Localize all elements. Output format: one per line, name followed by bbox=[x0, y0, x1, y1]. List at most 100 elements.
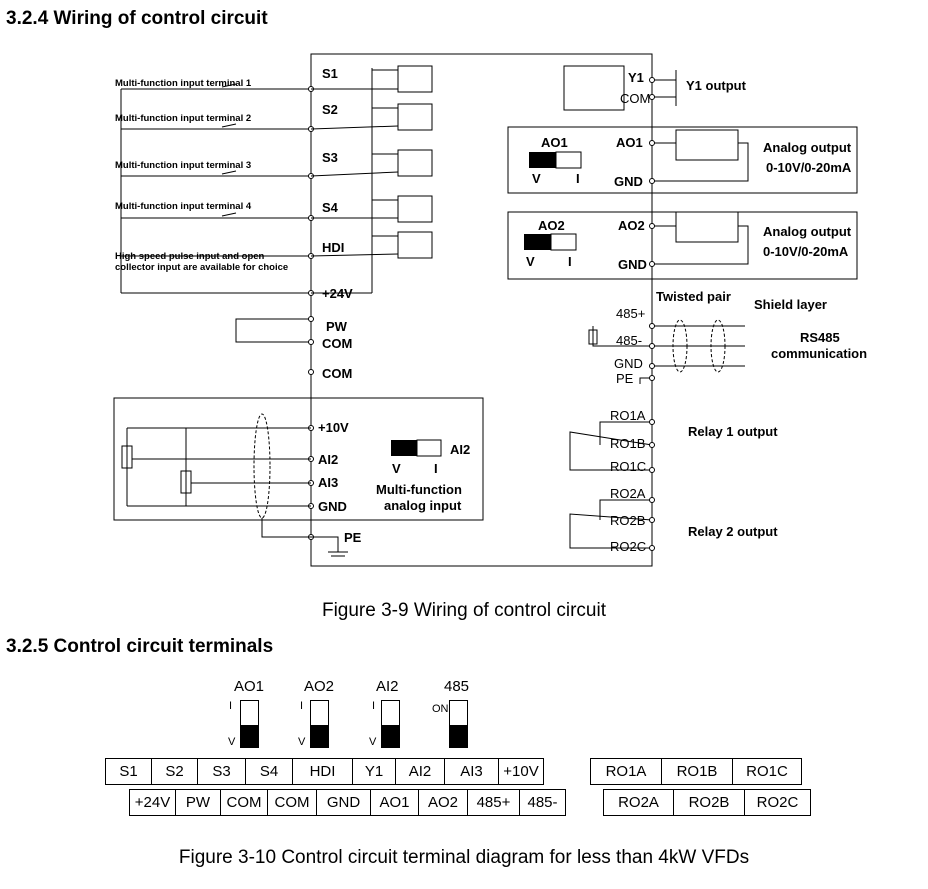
switch-ai2-label: AI2 bbox=[376, 678, 399, 695]
switch-ao2-bottom: V bbox=[298, 736, 306, 748]
ro2a: RO2A bbox=[610, 486, 646, 501]
relay1-label: Relay 1 output bbox=[688, 424, 778, 439]
ro1a: RO1A bbox=[610, 408, 646, 423]
mf1-label: Multi-function input terminal 1 bbox=[115, 78, 252, 89]
relay2-label: Relay 2 output bbox=[688, 524, 778, 539]
y1-output-label: Y1 output bbox=[686, 78, 747, 93]
terminal-cell: +24V bbox=[129, 789, 176, 816]
input-switches bbox=[221, 83, 237, 217]
mf4-label: Multi-function input terminal 4 bbox=[115, 201, 252, 212]
term-pw: PW bbox=[326, 319, 348, 334]
ro1c: RO1C bbox=[610, 459, 646, 474]
rs485-p: 485+ bbox=[616, 306, 645, 321]
terminal-cell: RO2A bbox=[603, 789, 674, 816]
switch-ao2[interactable] bbox=[310, 700, 329, 748]
ao2-term: AO2 bbox=[618, 218, 645, 233]
analog-input-box bbox=[113, 397, 484, 521]
wiring-diagram: Multi-function input terminal 1 Multi-fu… bbox=[113, 53, 867, 567]
terminal-cell: +10V bbox=[498, 758, 544, 785]
ao2-label-1: Analog output bbox=[763, 224, 852, 239]
switch-ao1-bottom: V bbox=[228, 736, 236, 748]
terminal-cell: S4 bbox=[245, 758, 293, 785]
ao2-gnd: GND bbox=[618, 257, 647, 272]
section-heading-wiring: 3.2.4 Wiring of control circuit bbox=[6, 8, 268, 29]
ai2-switch-label: AI2 bbox=[450, 442, 470, 457]
y1-term: Y1 bbox=[628, 70, 644, 85]
ai2-v: V bbox=[392, 461, 401, 476]
controller-box bbox=[310, 53, 653, 567]
terminal-cell: AO2 bbox=[418, 789, 468, 816]
ao1-term: AO1 bbox=[616, 135, 643, 150]
ao1-v: V bbox=[532, 171, 541, 186]
figure-3-9-caption: Figure 3-9 Wiring of control circuit bbox=[321, 600, 607, 621]
switch-ai2[interactable] bbox=[381, 700, 400, 748]
term-s2: S2 bbox=[322, 102, 338, 117]
switch-ai2-top: I bbox=[372, 700, 376, 712]
switch-ai2-bottom: V bbox=[369, 736, 377, 748]
switch-ao1-top: I bbox=[229, 700, 233, 712]
ao2-switch-label: AO2 bbox=[538, 218, 565, 233]
terminal-cell: RO2B bbox=[673, 789, 745, 816]
ro2c: RO2C bbox=[610, 539, 646, 554]
terminal-cell: AI3 bbox=[444, 758, 499, 785]
term-10v: +10V bbox=[318, 420, 349, 435]
terminal-cell: GND bbox=[316, 789, 371, 816]
switch-ao2-label: AO2 bbox=[304, 678, 335, 695]
y1-com: COM bbox=[620, 91, 650, 106]
ao2-i: I bbox=[568, 254, 572, 269]
term-gnd: GND bbox=[318, 499, 347, 514]
switch-485-label: 485 bbox=[444, 678, 470, 695]
hs-label-2: collector input are available for choice bbox=[115, 262, 288, 273]
terminal-cell: Y1 bbox=[352, 758, 396, 785]
rs485-pe: PE bbox=[616, 371, 634, 386]
terminal-cell: RO1B bbox=[661, 758, 733, 785]
terminal-cell: HDI bbox=[292, 758, 353, 785]
mf3-label: Multi-function input terminal 3 bbox=[115, 160, 251, 171]
rs485-gnd: GND bbox=[614, 356, 643, 371]
ao2-v: V bbox=[526, 254, 535, 269]
ai2-i: I bbox=[434, 461, 438, 476]
ao1-gnd: GND bbox=[614, 174, 643, 189]
mf2-label: Multi-function input terminal 2 bbox=[115, 113, 251, 124]
ao1-box bbox=[507, 126, 858, 194]
analog-desc-1: Multi-function bbox=[376, 482, 462, 497]
terminal-cell: S2 bbox=[151, 758, 198, 785]
rs485-label-2: communication bbox=[771, 346, 867, 361]
ro1b: RO1B bbox=[610, 436, 645, 451]
terminal-cell: AI2 bbox=[395, 758, 445, 785]
analog-desc-2: analog input bbox=[384, 498, 462, 513]
ao1-label-1: Analog output bbox=[763, 140, 852, 155]
shield-layer-label: Shield layer bbox=[754, 297, 827, 312]
term-pe: PE bbox=[344, 530, 362, 545]
terminal-cell: 485+ bbox=[467, 789, 520, 816]
terminal-cell: AO1 bbox=[370, 789, 419, 816]
terminal-cell: COM bbox=[220, 789, 268, 816]
rs485-n: 485- bbox=[616, 333, 642, 348]
ao1-i: I bbox=[576, 171, 580, 186]
ao1-label-2: 0-10V/0-20mA bbox=[766, 160, 852, 175]
twisted-pair-label: Twisted pair bbox=[656, 289, 731, 304]
term-s4: S4 bbox=[322, 200, 339, 215]
terminal-cell: RO1A bbox=[590, 758, 662, 785]
figure-3-10-caption: Figure 3-10 Control circuit terminal dia… bbox=[178, 847, 750, 868]
terminal-cell: S3 bbox=[197, 758, 246, 785]
term-hdi: HDI bbox=[322, 240, 344, 255]
terminal-cell: COM bbox=[267, 789, 317, 816]
ao2-label-2: 0-10V/0-20mA bbox=[763, 244, 849, 259]
term-com-1: COM bbox=[322, 336, 352, 351]
switch-485[interactable] bbox=[449, 700, 468, 748]
switch-ao2-top: I bbox=[300, 700, 304, 712]
switch-ao1-label: AO1 bbox=[234, 678, 265, 695]
section-heading-terminals: 3.2.5 Control circuit terminals bbox=[6, 636, 274, 657]
optocouplers bbox=[310, 65, 433, 259]
terminal-cell: RO2C bbox=[744, 789, 811, 816]
term-s3: S3 bbox=[322, 150, 338, 165]
terminal-cell: 485- bbox=[519, 789, 566, 816]
hs-label-1: High speed pulse input and open bbox=[115, 251, 265, 262]
ro2b: RO2B bbox=[610, 513, 645, 528]
term-ai2: AI2 bbox=[318, 452, 338, 467]
switch-ao1[interactable] bbox=[240, 700, 259, 748]
terminal-cell: S1 bbox=[105, 758, 152, 785]
term-ai3: AI3 bbox=[318, 475, 338, 490]
term-com-2: COM bbox=[322, 366, 352, 381]
